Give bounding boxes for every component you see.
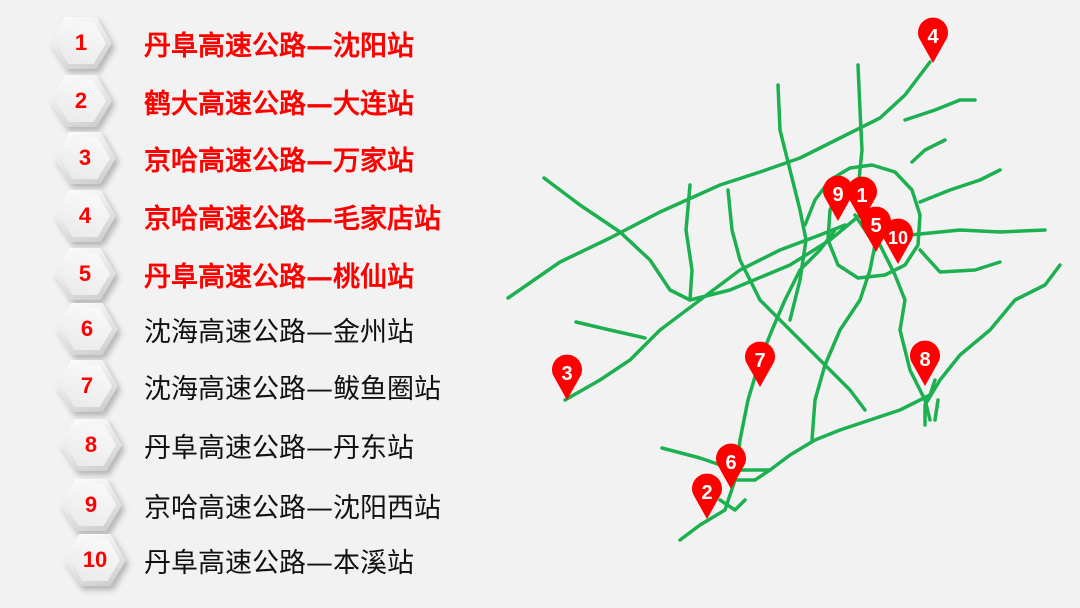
hexagon-number-badge: 6 xyxy=(56,303,118,355)
station-name: 沈海高速公路—金州站 xyxy=(144,316,414,348)
pin-number: 9 xyxy=(832,184,843,206)
highway-road xyxy=(810,213,877,442)
location-pin-icon[interactable] xyxy=(692,473,722,519)
highway-road xyxy=(878,243,932,422)
location-pin-icon[interactable] xyxy=(918,17,948,63)
highway-road xyxy=(574,320,647,340)
hexagon-number-badge: 1 xyxy=(50,17,112,69)
highway-road xyxy=(923,263,1062,427)
hexagon-number-badge: 2 xyxy=(50,75,112,127)
location-pin-icon[interactable] xyxy=(745,341,776,387)
station-name: 丹阜高速公路—桃仙站 xyxy=(144,261,414,293)
station-number: 8 xyxy=(84,432,98,457)
pin-number: 3 xyxy=(561,363,572,385)
location-pin-icon[interactable] xyxy=(552,354,582,400)
station-item: 10 丹阜高速公路—本溪站 xyxy=(64,532,414,588)
highway-road xyxy=(918,168,1002,204)
station-name: 鹤大高速公路—大连站 xyxy=(144,88,414,120)
pin-number: 7 xyxy=(754,350,765,372)
hexagon-number-badge: 3 xyxy=(54,132,116,184)
hexagon-number-badge: 8 xyxy=(60,419,122,471)
pin-number: 4 xyxy=(927,26,939,48)
station-number: 2 xyxy=(74,88,88,113)
highway-road xyxy=(803,163,922,280)
location-pin-icon[interactable] xyxy=(861,206,892,252)
station-number: 9 xyxy=(84,492,98,517)
station-item: 1 丹阜高速公路—沈阳站 xyxy=(50,15,414,71)
station-item: 8 丹阜高速公路—丹东站 xyxy=(60,417,414,473)
station-number: 1 xyxy=(74,30,88,55)
hexagon-number-badge: 4 xyxy=(54,190,116,242)
pin-number: 6 xyxy=(725,452,736,474)
highway-road xyxy=(660,446,772,472)
highway-road xyxy=(776,83,808,322)
highway-road xyxy=(910,138,947,164)
pin-number: 1 xyxy=(856,185,867,207)
pin-number: 5 xyxy=(870,215,881,237)
station-number: 6 xyxy=(80,316,94,341)
highway-road xyxy=(918,248,1002,274)
highway-road xyxy=(856,63,864,192)
highway-road xyxy=(933,398,940,422)
station-name: 京哈高速公路—万家站 xyxy=(144,145,414,177)
highway-road xyxy=(542,176,862,302)
station-number: 10 xyxy=(82,547,108,572)
highway-road xyxy=(728,378,937,482)
highway-road xyxy=(506,60,932,300)
station-name: 丹阜高速公路—丹东站 xyxy=(144,432,414,464)
station-name: 京哈高速公路—沈阳西站 xyxy=(144,492,441,524)
station-item: 9 京哈高速公路—沈阳西站 xyxy=(60,477,441,533)
highway-road xyxy=(903,98,977,122)
highway-road xyxy=(908,228,1047,237)
pin-number: 10 xyxy=(888,228,908,248)
pin-number: 2 xyxy=(701,482,712,504)
station-item: 3 京哈高速公路—万家站 xyxy=(54,130,414,186)
highway-road xyxy=(726,188,867,412)
hexagon-number-badge: 5 xyxy=(54,248,116,300)
highway-road xyxy=(678,228,837,542)
station-number: 7 xyxy=(80,373,94,398)
station-number: 4 xyxy=(78,203,92,228)
station-name: 丹阜高速公路—本溪站 xyxy=(144,547,414,579)
location-pin-icon[interactable] xyxy=(910,340,940,386)
station-item: 6 沈海高速公路—金州站 xyxy=(56,301,414,357)
hexagon-number-badge: 10 xyxy=(64,534,126,586)
pin-number: 8 xyxy=(919,349,930,371)
location-pin-icon[interactable] xyxy=(847,176,878,222)
station-item: 7 沈海高速公路—鲅鱼圈站 xyxy=(56,358,441,414)
station-number: 5 xyxy=(78,261,92,286)
station-name: 丹阜高速公路—沈阳站 xyxy=(144,30,414,62)
station-item: 5 丹阜高速公路—桃仙站 xyxy=(54,246,414,302)
location-pin-icon[interactable] xyxy=(882,218,913,264)
station-item: 4 京哈高速公路—毛家店站 xyxy=(54,188,441,244)
station-number: 3 xyxy=(78,145,92,170)
location-pin-icon[interactable] xyxy=(716,443,746,489)
hexagon-number-badge: 7 xyxy=(56,360,118,412)
station-name: 沈海高速公路—鲅鱼圈站 xyxy=(144,373,441,405)
highway-road xyxy=(718,498,747,512)
station-name: 京哈高速公路—毛家店站 xyxy=(144,203,441,235)
highway-road xyxy=(684,183,694,302)
hexagon-number-badge: 9 xyxy=(60,479,122,531)
station-item: 2 鹤大高速公路—大连站 xyxy=(50,73,414,129)
location-pin-icon[interactable] xyxy=(823,175,853,221)
